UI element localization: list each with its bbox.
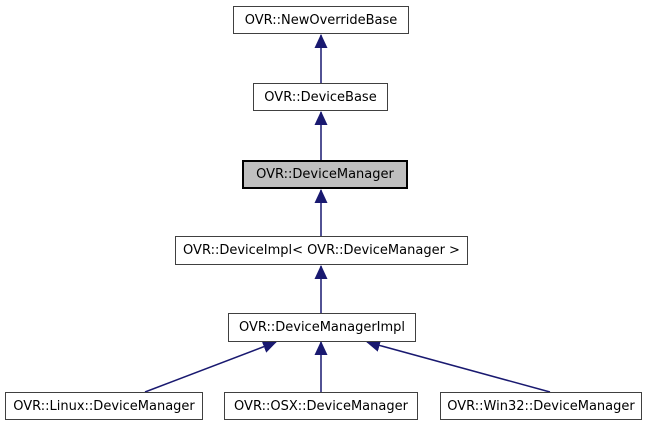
node-ovr-devicemanager-current: OVR::DeviceManager [242, 160, 408, 189]
node-label: OVR::DeviceImpl< OVR::DeviceManager > [183, 243, 460, 258]
node-ovr-newoverridebase[interactable]: OVR::NewOverrideBase [233, 6, 409, 34]
node-ovr-win32-devicemanager[interactable]: OVR::Win32::DeviceManager [440, 392, 642, 420]
node-label: OVR::NewOverrideBase [244, 12, 398, 28]
node-label: OVR::DeviceManagerImpl [238, 320, 406, 335]
node-label: OVR::DeviceBase [264, 89, 377, 105]
node-ovr-devicemanagerimpl[interactable]: OVR::DeviceManagerImpl [228, 313, 416, 342]
node-ovr-linux-devicemanager[interactable]: OVR::Linux::DeviceManager [5, 392, 203, 420]
inheritance-edge-win32-to-devicemanagerimpl [366, 339, 551, 393]
node-label: OVR::Linux::DeviceManager [13, 398, 195, 414]
inheritance-edge-linux-to-devicemanagerimpl [144, 340, 277, 393]
node-label: OVR::OSX::DeviceManager [234, 398, 408, 414]
node-label: OVR::Win32::DeviceManager [447, 398, 635, 414]
node-ovr-osx-devicemanager[interactable]: OVR::OSX::DeviceManager [224, 392, 418, 420]
node-ovr-devicebase[interactable]: OVR::DeviceBase [253, 83, 388, 111]
node-label: OVR::DeviceManager [256, 167, 394, 182]
node-ovr-deviceimpl[interactable]: OVR::DeviceImpl< OVR::DeviceManager > [175, 236, 468, 265]
